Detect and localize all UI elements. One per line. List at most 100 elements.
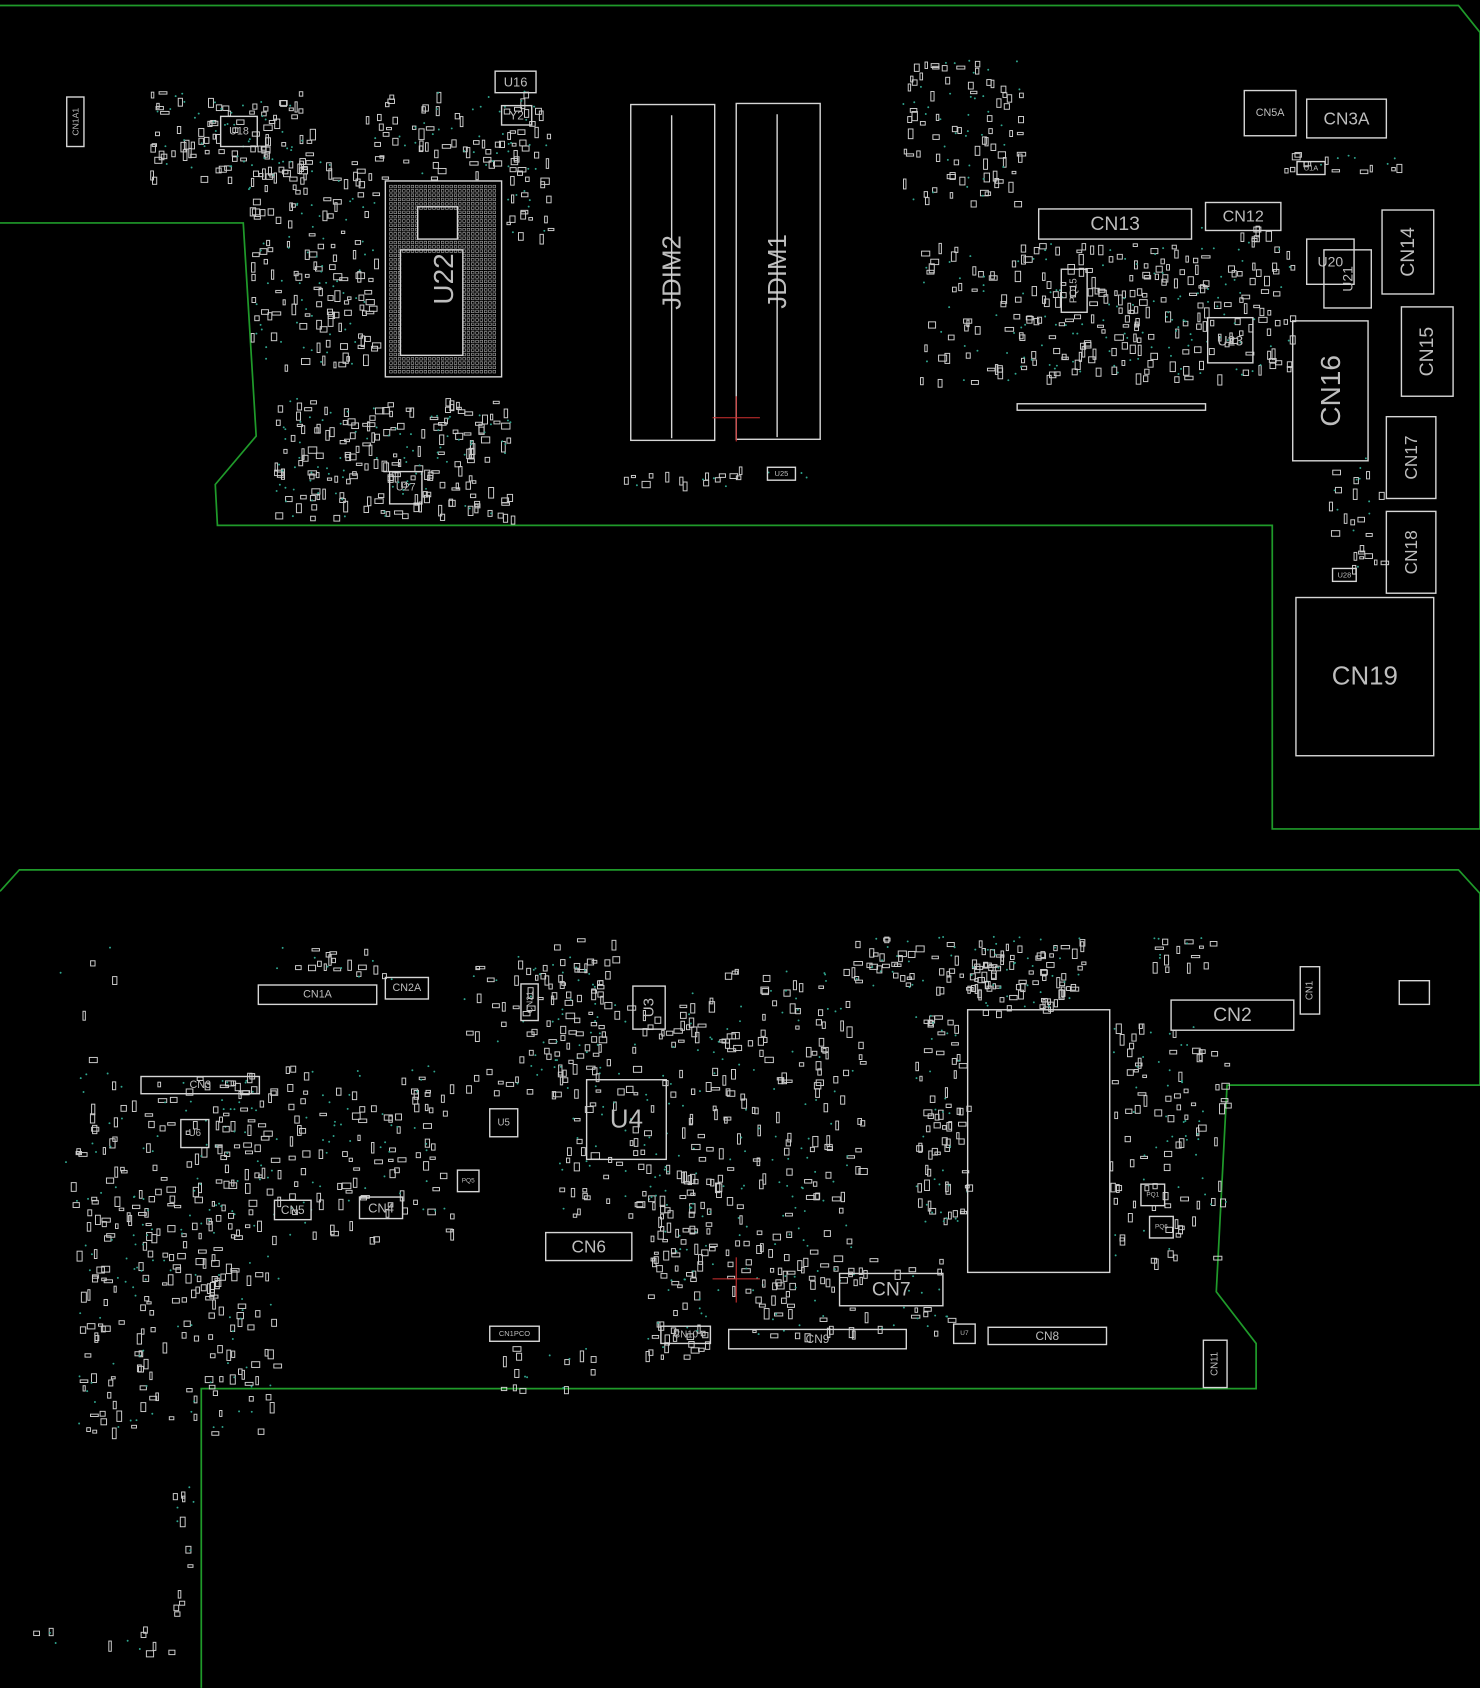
component-u16[interactable]: U16 [494, 70, 537, 94]
component-u6[interactable]: U6 [180, 1118, 210, 1149]
component-label: CN2A [393, 982, 423, 994]
component-cn5a[interactable]: CN5A [1243, 89, 1297, 137]
component-outline [66, 96, 85, 148]
component-cn2[interactable]: CN2 [1170, 999, 1295, 1031]
component-u1a[interactable]: U1A [1296, 160, 1326, 176]
component-u3[interactable]: U3 [632, 985, 666, 1030]
component-label: U25 [775, 469, 789, 478]
component-pq15[interactable]: PQ15 [1060, 268, 1088, 313]
component-label: U5 [498, 1117, 510, 1128]
component-u21[interactable]: U21 [1323, 249, 1372, 309]
component-jdim2[interactable]: JDIM2 [630, 103, 716, 442]
component-label: PQ6 [1155, 1224, 1168, 1231]
component-cn5[interactable]: CN5 [273, 1199, 312, 1221]
component-cn1a1[interactable]: CN1A1 [66, 96, 85, 148]
component-cn6[interactable]: CN6 [545, 1231, 633, 1262]
component-outline [632, 985, 666, 1030]
component-outline [219, 115, 258, 148]
component-label: CN5 [281, 1203, 305, 1217]
component-outline [180, 1118, 210, 1149]
component-cn1[interactable]: CN1 [1299, 966, 1321, 1015]
component-label: CN18 [1401, 530, 1421, 574]
component-outline [585, 1079, 667, 1161]
component-u18[interactable]: U18 [219, 115, 258, 148]
component-cn19[interactable]: CN19 [1295, 596, 1435, 757]
component-outline [500, 104, 533, 126]
bottom-board-outline [0, 868, 1480, 1688]
top-board-outline [0, 4, 1480, 830]
component-pq6[interactable]: PQ6 [1148, 1215, 1174, 1239]
component-outline [1385, 510, 1437, 594]
component-outline [1037, 208, 1193, 240]
component-label: U1A [1304, 164, 1319, 173]
component-cn1a[interactable]: CN1A [257, 984, 378, 1006]
component-cn3a[interactable]: CN3A [1306, 98, 1388, 139]
component-cn4[interactable]: CN4 [358, 1196, 404, 1220]
component-outline [838, 1272, 944, 1307]
component-label: CN17 [1401, 436, 1421, 480]
component-cn2a[interactable]: CN2A [384, 976, 430, 1000]
component-cn13[interactable]: CN13 [1037, 208, 1193, 240]
component-outline [545, 1231, 633, 1262]
component-pq1[interactable]: PQ1 [1140, 1183, 1166, 1207]
component-label: U18 [229, 125, 249, 137]
component-u22[interactable]: U22 [384, 180, 503, 378]
component-u23[interactable]: U23 [1206, 316, 1254, 364]
bga-ball-grid [389, 114, 1431, 1274]
component-y2[interactable]: Y2 [500, 104, 533, 126]
component-cn8[interactable]: CN8 [987, 1326, 1108, 1346]
component-outline [1323, 249, 1372, 309]
component-outline [1060, 268, 1088, 313]
component-outline [1295, 596, 1435, 757]
component-outline [1140, 1183, 1166, 1207]
component-cn15[interactable]: CN15 [1400, 306, 1454, 397]
component-outline [1385, 415, 1437, 500]
component-cn17[interactable]: CN17 [1385, 415, 1437, 500]
component-u4[interactable]: U4 [585, 1079, 667, 1161]
component-cn16[interactable]: CN16 [1292, 320, 1369, 462]
component-outline [456, 1169, 480, 1193]
component-outline [952, 1323, 976, 1345]
component-label: CN8 [1035, 1329, 1059, 1343]
component-cn12[interactable]: CN12 [1204, 201, 1282, 232]
component-u7[interactable]: U7 [952, 1323, 976, 1345]
component-u5[interactable]: U5 [489, 1108, 519, 1138]
component-cn3[interactable]: CN3 [140, 1075, 261, 1095]
component-cn21[interactable]: CN21 [520, 983, 539, 1022]
component-outline [1170, 999, 1295, 1031]
component-label: CN7 [872, 1279, 911, 1301]
component-label: U3 [641, 998, 658, 1017]
component-cn1pco[interactable]: CN1PCO [489, 1325, 540, 1342]
component-outline [388, 470, 423, 505]
component-pq5[interactable]: PQ5 [456, 1169, 480, 1193]
component-label: U6 [189, 1128, 201, 1139]
component-jdim1[interactable]: JDIM1 [735, 102, 821, 440]
component-u28[interactable]: U28 [1331, 567, 1357, 583]
component-outline [1148, 1215, 1174, 1239]
component-outline [1204, 201, 1282, 232]
component-outline [1306, 238, 1355, 285]
component-outline [1381, 209, 1435, 295]
component-cn11[interactable]: CN11 [1202, 1339, 1228, 1389]
component-cn9[interactable]: CN9 [727, 1328, 907, 1350]
component-outline [1400, 306, 1454, 397]
pad-field [33, 59, 1403, 1658]
component-cn10[interactable]: CN10 [660, 1325, 712, 1345]
component-label: CN3A [1324, 109, 1370, 129]
component-label: CN15 [1416, 327, 1438, 377]
component-label: CN4 [368, 1200, 394, 1215]
component-cn7[interactable]: CN7 [838, 1272, 944, 1307]
component-label: CN11 [1210, 1352, 1221, 1376]
component-label: CN13 [1090, 213, 1140, 235]
component-cn18[interactable]: CN18 [1385, 510, 1437, 594]
component-outline [1306, 98, 1388, 139]
component-u25[interactable]: U25 [766, 466, 797, 481]
component-u27[interactable]: U27 [388, 470, 423, 505]
component-outline [1243, 89, 1297, 137]
component-label: U21 [1340, 266, 1356, 292]
component-outline [1296, 160, 1326, 176]
component-cn14[interactable]: CN14 [1381, 209, 1435, 295]
component-outline [987, 1326, 1108, 1346]
